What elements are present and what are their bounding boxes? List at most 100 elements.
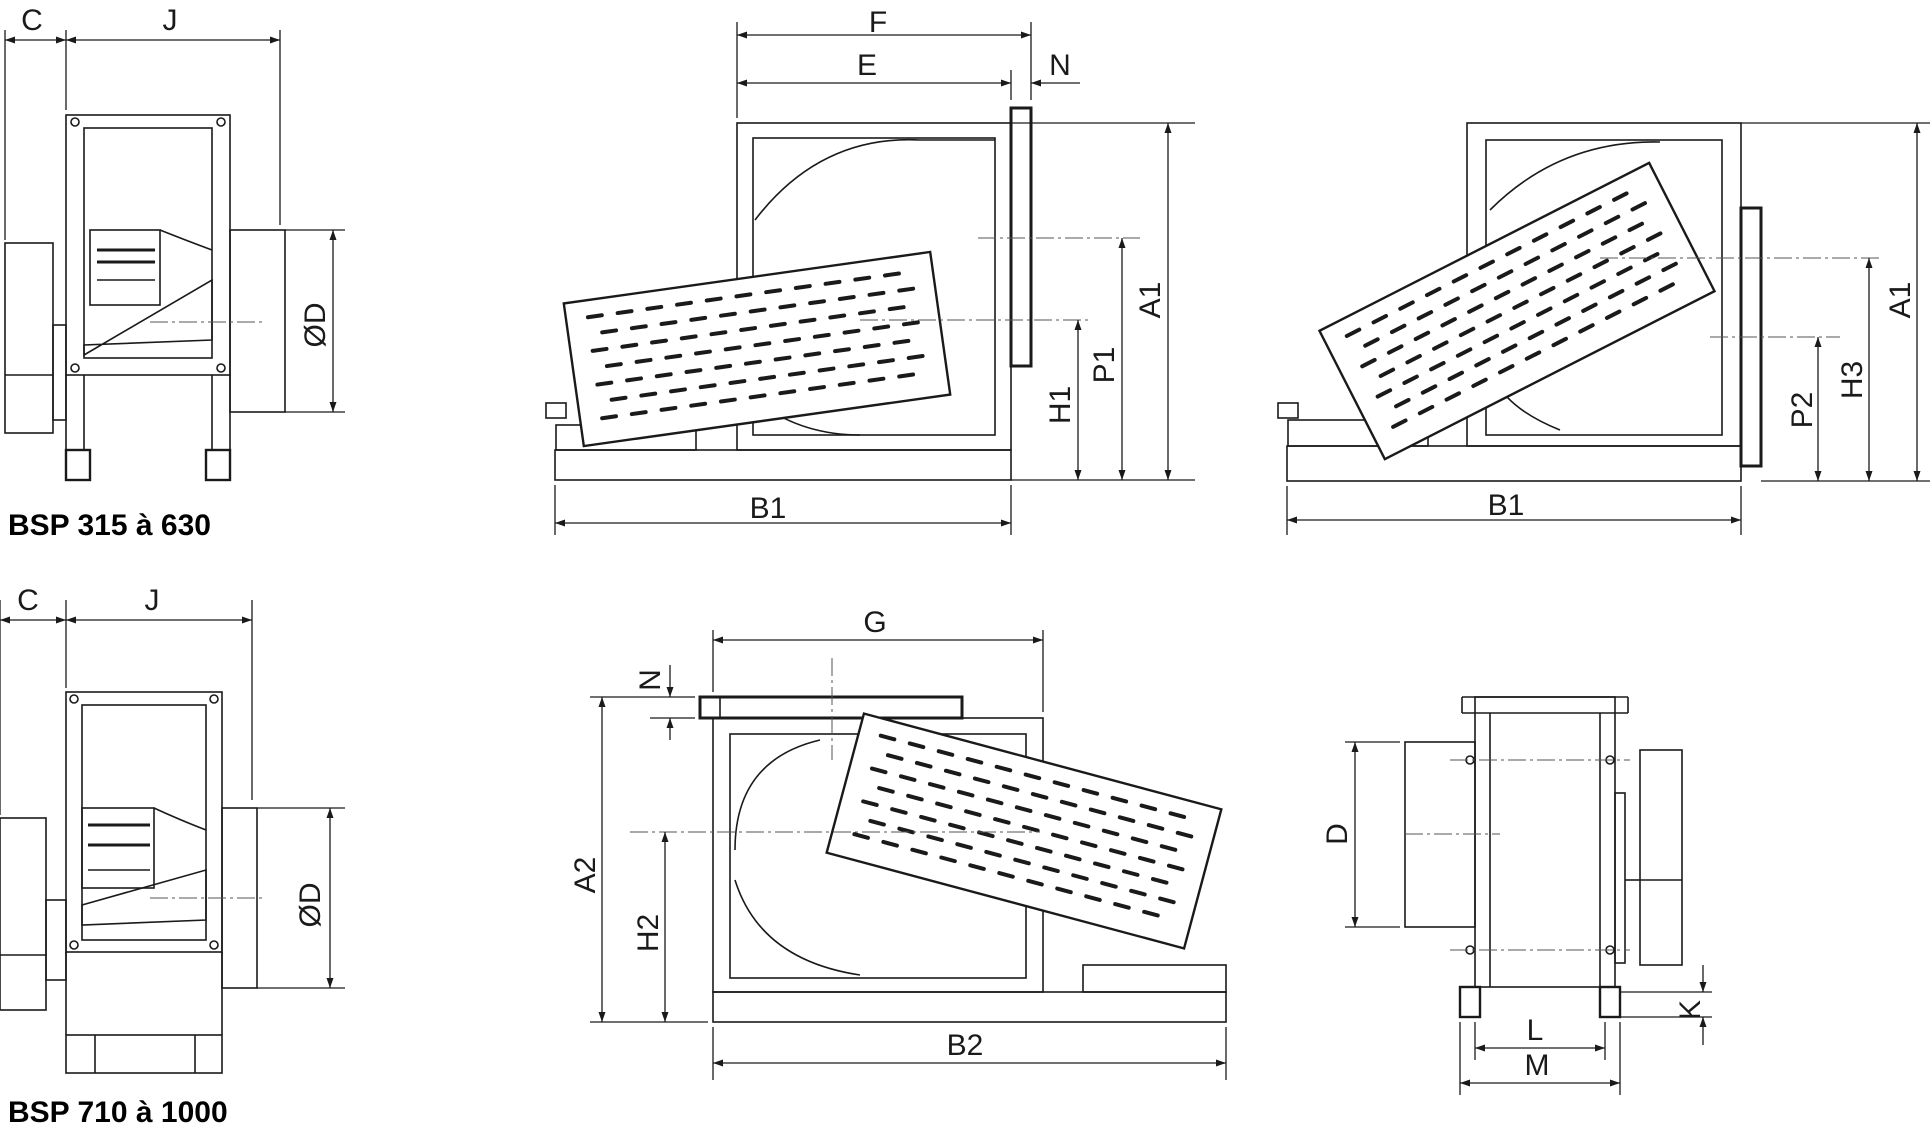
dim-a1-left: A1 — [1134, 282, 1167, 319]
vent-slot — [919, 814, 937, 823]
vent-slot — [743, 359, 762, 366]
vent-slot — [1166, 863, 1185, 872]
vent-slot — [758, 374, 777, 381]
vent-slot — [994, 764, 1013, 773]
vent-slot — [787, 370, 806, 377]
vent-slot — [1500, 343, 1518, 354]
vent-slot — [869, 766, 888, 775]
vent-slot — [719, 311, 737, 318]
dim-diameter-top: ØD — [299, 303, 332, 348]
vent-slot — [1416, 310, 1434, 321]
caption-large-range: BSP 710 à 1000 — [8, 1096, 228, 1129]
vent-slot — [1146, 823, 1165, 831]
vent-slot — [939, 855, 957, 864]
vent-slot — [1344, 327, 1362, 338]
vent-slot — [897, 826, 915, 835]
outlet-spigot — [229, 229, 286, 413]
vent-slot — [1001, 784, 1020, 792]
base-rail — [554, 449, 1012, 481]
vent-slot — [1042, 865, 1060, 874]
vent-slot — [1360, 357, 1377, 369]
vent-slot — [768, 321, 787, 328]
vent-slot — [1084, 894, 1102, 902]
vent-slot — [1375, 388, 1393, 399]
vent-slot — [964, 809, 982, 817]
vent-slot — [650, 338, 668, 345]
vent-slot — [897, 372, 916, 379]
vent-slot — [887, 305, 906, 312]
vent-slot — [1093, 861, 1111, 870]
vent-slot — [1512, 299, 1529, 310]
vent-slot — [718, 397, 737, 404]
vent-slot — [837, 295, 856, 301]
caption-small-range: BSP 315 à 630 — [8, 509, 211, 542]
vent-slot — [1023, 772, 1042, 781]
dim-e: E — [857, 49, 877, 82]
vent-slot — [1389, 323, 1407, 335]
vent-slot — [1505, 245, 1522, 257]
vent-slot — [872, 324, 891, 331]
vent-slot — [897, 286, 916, 293]
vent-slot — [1420, 384, 1438, 395]
vent-slot — [890, 807, 908, 815]
dim-h2: H2 — [632, 914, 665, 952]
vent-slot — [1371, 314, 1389, 325]
vent-slot — [828, 313, 847, 320]
vent-slot — [1619, 245, 1636, 256]
vent-slot — [907, 741, 926, 750]
vent-slot — [629, 410, 648, 417]
vent-slot — [1121, 869, 1140, 877]
vent-slot — [1531, 232, 1549, 243]
vent-slot — [625, 376, 643, 383]
vent-slot — [1520, 276, 1538, 287]
front-view-top-outlet: G N A2 H2 B2 — [569, 606, 1227, 1080]
vent-slot — [615, 309, 634, 316]
dim-n-bottom: N — [634, 669, 667, 691]
vent-slot — [877, 358, 895, 365]
vent-slot — [1612, 191, 1629, 202]
vent-slot — [1498, 364, 1515, 375]
vent-slot — [1043, 813, 1062, 821]
vent-slot — [773, 355, 792, 362]
vent-slot — [1470, 282, 1487, 294]
vent-slot — [595, 380, 614, 387]
vent-slot — [659, 320, 678, 327]
vent-slot — [1523, 255, 1541, 266]
vent-slot — [645, 304, 664, 311]
vent-slot — [1175, 830, 1194, 839]
vent-slot — [1137, 855, 1156, 864]
vent-slot — [1589, 279, 1606, 290]
vent-slot — [1565, 272, 1583, 283]
vent-slot — [943, 768, 962, 777]
vent-slot — [812, 332, 831, 339]
vent-slot — [609, 395, 628, 402]
vent-slot — [689, 401, 708, 408]
vent-slot — [1607, 288, 1625, 300]
vent-slot — [659, 405, 678, 412]
vent-slot — [1451, 273, 1469, 284]
vent-slot — [1139, 803, 1158, 812]
vent-slot — [753, 341, 772, 348]
vent-slot — [1113, 902, 1131, 910]
vent-slot — [709, 330, 728, 337]
vent-slot — [867, 290, 886, 297]
vent-slot — [664, 353, 683, 360]
vent-slot — [985, 797, 1004, 806]
vent-slot — [1482, 333, 1500, 345]
vent-slot — [1604, 309, 1622, 320]
vent-slot — [704, 296, 723, 303]
dim-g: G — [863, 606, 886, 639]
vent-slot — [842, 328, 861, 335]
vent-slot — [868, 818, 886, 827]
dim-b2: B2 — [947, 1029, 984, 1062]
vent-slot — [1474, 357, 1491, 368]
vent-slot — [956, 789, 975, 798]
vent-slot — [639, 391, 658, 398]
vent-slot — [1443, 296, 1460, 307]
vent-slot — [1413, 330, 1431, 342]
vent-slot — [1631, 295, 1649, 307]
vent-slot — [968, 863, 986, 871]
vent-slot — [877, 786, 895, 794]
vent-slot — [833, 347, 851, 354]
